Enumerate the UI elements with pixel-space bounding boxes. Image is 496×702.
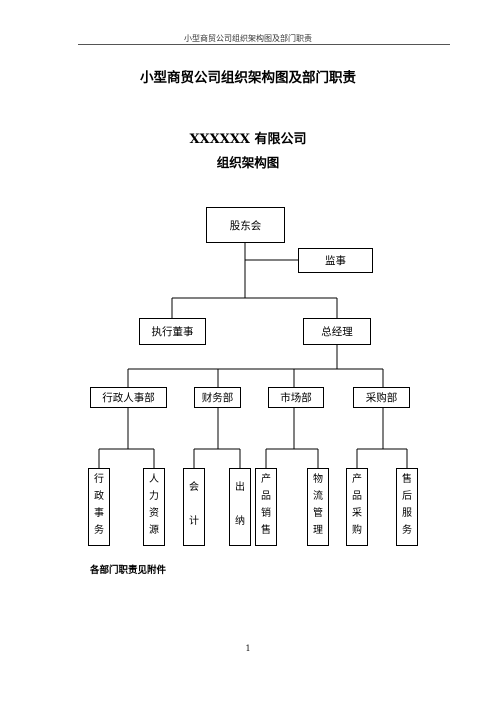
- document-title: 小型商贸公司组织架构图及部门职责: [140, 70, 356, 86]
- dept-admin-hr-box: 行政人事部: [90, 387, 167, 408]
- unit-logistics-management: 物流管理: [307, 468, 329, 546]
- dept-finance-box: 财务部: [194, 387, 241, 408]
- company-name: XXXXXX 有限公司: [189, 132, 307, 147]
- unit-human-resources: 人力资源: [143, 468, 165, 546]
- header-rule: [78, 44, 450, 45]
- executive-director-box: 执行董事: [139, 318, 206, 345]
- general-manager-box: 总经理: [303, 318, 371, 345]
- unit-accounting: 会计: [183, 468, 205, 546]
- running-header: 小型商贸公司组织架构图及部门职责: [184, 34, 312, 43]
- unit-cashier: 出纳: [229, 468, 251, 546]
- unit-admin-affairs: 行政事务: [88, 468, 110, 546]
- shareholders-box: 股东会: [206, 207, 285, 243]
- chart-subtitle: 组织架构图: [216, 155, 280, 170]
- unit-product-sales: 产品销售: [255, 468, 277, 546]
- dept-purchasing-box: 采购部: [353, 387, 410, 408]
- dept-marketing-box: 市场部: [268, 387, 324, 408]
- unit-after-sales-service: 售后服务: [396, 468, 418, 546]
- supervisor-box: 监事: [298, 248, 373, 273]
- unit-product-procurement: 产品采购: [346, 468, 368, 546]
- page-number: 1: [245, 644, 251, 653]
- responsibilities-note: 各部门职责见附件: [90, 565, 167, 576]
